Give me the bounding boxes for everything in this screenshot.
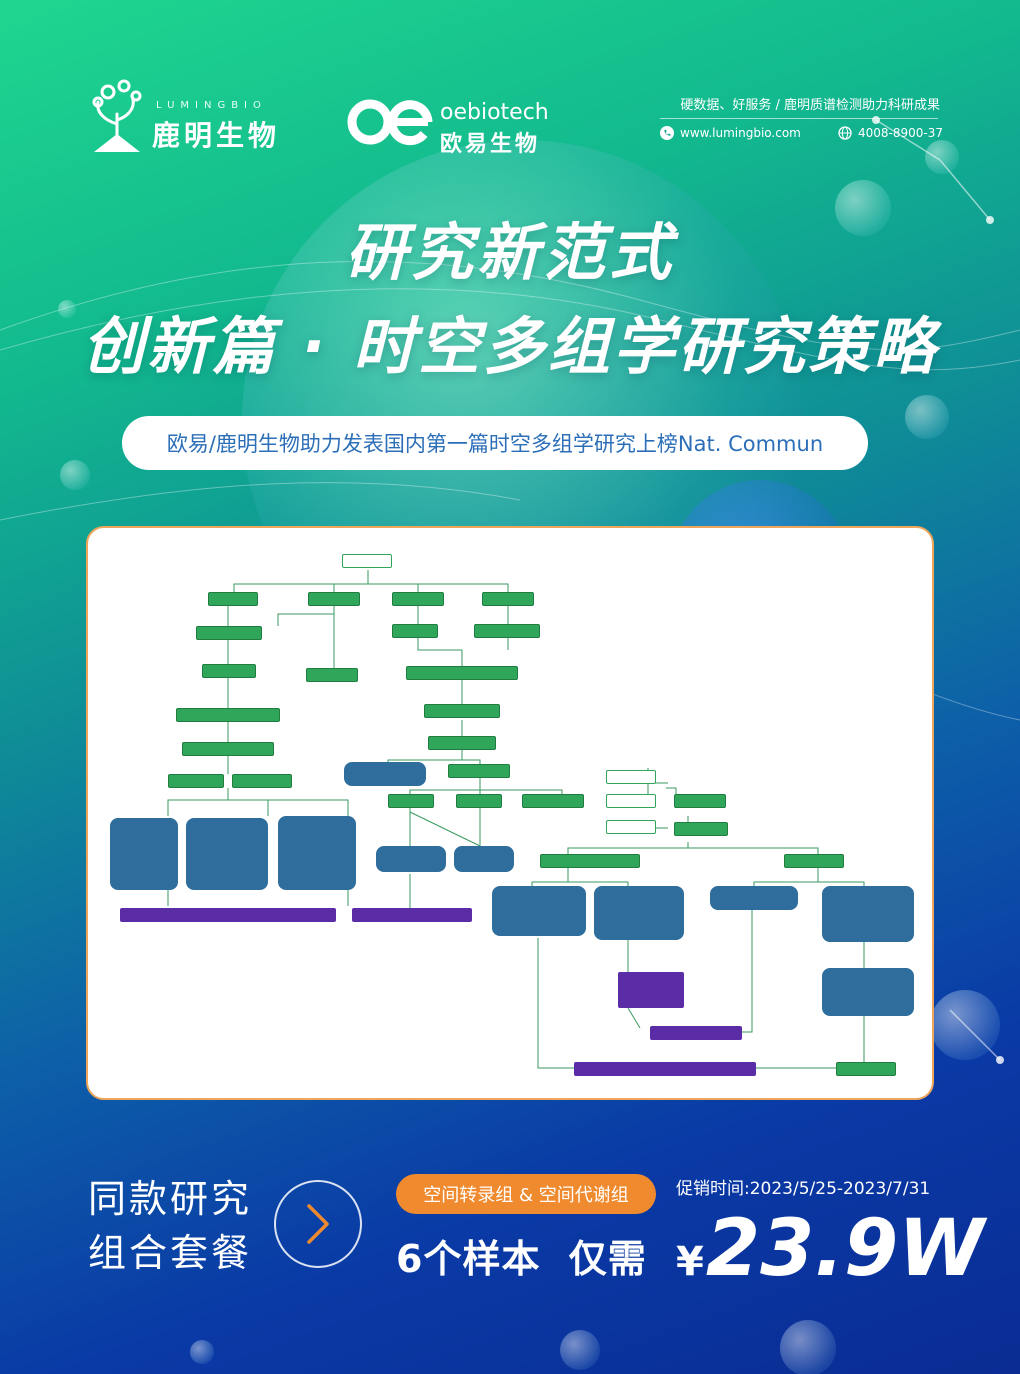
flow-node <box>110 818 178 890</box>
flow-node <box>448 764 510 778</box>
subtitle-text: 欧易/鹿明生物助力发表国内第一篇时空多组学研究上榜Nat. Commun <box>166 432 824 456</box>
decorative-bubble <box>190 1340 214 1364</box>
flow-node <box>522 794 584 808</box>
website-contact: www.lumingbio.com <box>660 126 801 140</box>
phone-contact: 4008-8900-37 <box>838 126 943 140</box>
tree-logo-icon <box>92 79 142 152</box>
promo-period: 促销时间:2023/5/25-2023/7/31 <box>676 1174 930 1199</box>
phone-text: 4008-8900-37 <box>858 126 944 140</box>
chevron-right-icon <box>307 1204 329 1244</box>
flow-node <box>232 774 292 788</box>
flow-node <box>182 742 274 756</box>
price-value: 23.9W <box>705 1204 985 1294</box>
subtitle-pill: 欧易/鹿明生物助力发表国内第一篇时空多组学研究上榜Nat. Commun <box>122 416 868 470</box>
flow-node <box>710 886 798 910</box>
package-badge: 空间转录组 & 空间代谢组 <box>396 1174 656 1214</box>
phone-icon <box>660 126 674 140</box>
package-title-line1: 同款研究 <box>88 1177 253 1221</box>
flowchart-panel <box>86 526 934 1100</box>
flow-node <box>424 704 500 718</box>
promo-label: 促销时间: <box>676 1179 750 1199</box>
luming-logo-name: 鹿明生物 <box>152 119 281 152</box>
flow-node <box>606 770 656 784</box>
flow-node <box>836 1062 896 1076</box>
currency-symbol: ¥ <box>676 1239 704 1285</box>
decorative-bubble <box>560 1330 600 1370</box>
flow-node <box>606 820 656 834</box>
price-prefix: 仅需 <box>568 1237 647 1281</box>
oebiotech-logo-sub: oebiotech <box>440 100 549 125</box>
flow-node <box>482 592 534 606</box>
decorative-bubble <box>925 140 959 174</box>
flow-node <box>574 1062 756 1076</box>
main-title-line1: 研究新范式 <box>344 216 675 289</box>
flow-node <box>278 816 356 890</box>
tagline: 硬数据、好服务 / 鹿明质谱检测助力科研成果 <box>680 98 940 113</box>
oebiotech-logo-name: 欧易生物 <box>440 132 541 157</box>
flow-node <box>474 624 540 638</box>
flow-node <box>392 592 444 606</box>
sample-info: 6个样本 仅需 <box>396 1228 647 1283</box>
package-title: 同款研究 组合套餐 <box>88 1172 252 1280</box>
flow-node <box>344 762 426 786</box>
flow-node <box>196 626 262 640</box>
flow-node <box>454 846 514 872</box>
promo-dates: 2023/5/25-2023/7/31 <box>749 1179 931 1199</box>
flowchart-connectors <box>167 570 865 1069</box>
sample-count: 6个样本 <box>396 1237 541 1281</box>
tagline-divider <box>660 118 938 119</box>
flow-node <box>540 854 640 868</box>
flow-node <box>306 668 358 682</box>
decorative-bubble <box>835 180 891 236</box>
luming-logo: LUMINGBIO 鹿明生物 <box>86 74 316 154</box>
flow-node <box>674 822 728 836</box>
decorative-bubble <box>58 300 76 318</box>
package-title-line2: 组合套餐 <box>88 1231 253 1275</box>
decorative-bubble <box>905 395 949 439</box>
flow-node <box>428 736 496 750</box>
flow-node <box>618 972 684 1008</box>
flow-node <box>168 774 224 788</box>
flow-node <box>202 664 256 678</box>
flow-node <box>176 708 280 722</box>
flow-node <box>784 854 844 868</box>
flow-node <box>352 908 472 922</box>
luming-logo-sub: LUMINGBIO <box>156 100 267 111</box>
flow-node <box>456 794 502 808</box>
decorative-bubble <box>60 460 90 490</box>
flow-node <box>376 846 446 872</box>
flow-node <box>392 624 438 638</box>
next-arrow-button[interactable] <box>274 1180 362 1268</box>
main-title-line2: 创新篇 · 时空多组学研究策略 <box>82 310 938 383</box>
website-text[interactable]: www.lumingbio.com <box>680 126 801 140</box>
flow-node <box>308 592 360 606</box>
flow-node <box>822 968 914 1016</box>
oe-logo-icon <box>347 99 433 146</box>
flow-node <box>120 908 336 922</box>
flow-node <box>208 592 258 606</box>
flow-node <box>650 1026 742 1040</box>
flow-node <box>342 554 392 568</box>
flow-node <box>406 666 518 680</box>
flow-node <box>606 794 656 808</box>
price: ¥23.9W <box>676 1204 984 1294</box>
flow-node <box>822 886 914 942</box>
globe-icon <box>838 126 852 140</box>
flow-node <box>388 794 434 808</box>
flow-node <box>492 886 586 936</box>
flow-node <box>594 886 684 940</box>
flow-node <box>186 818 268 890</box>
flow-node <box>674 794 726 808</box>
oebiotech-logo: oebiotech 欧易生物 <box>346 96 576 157</box>
decorative-bubble <box>780 1320 836 1374</box>
